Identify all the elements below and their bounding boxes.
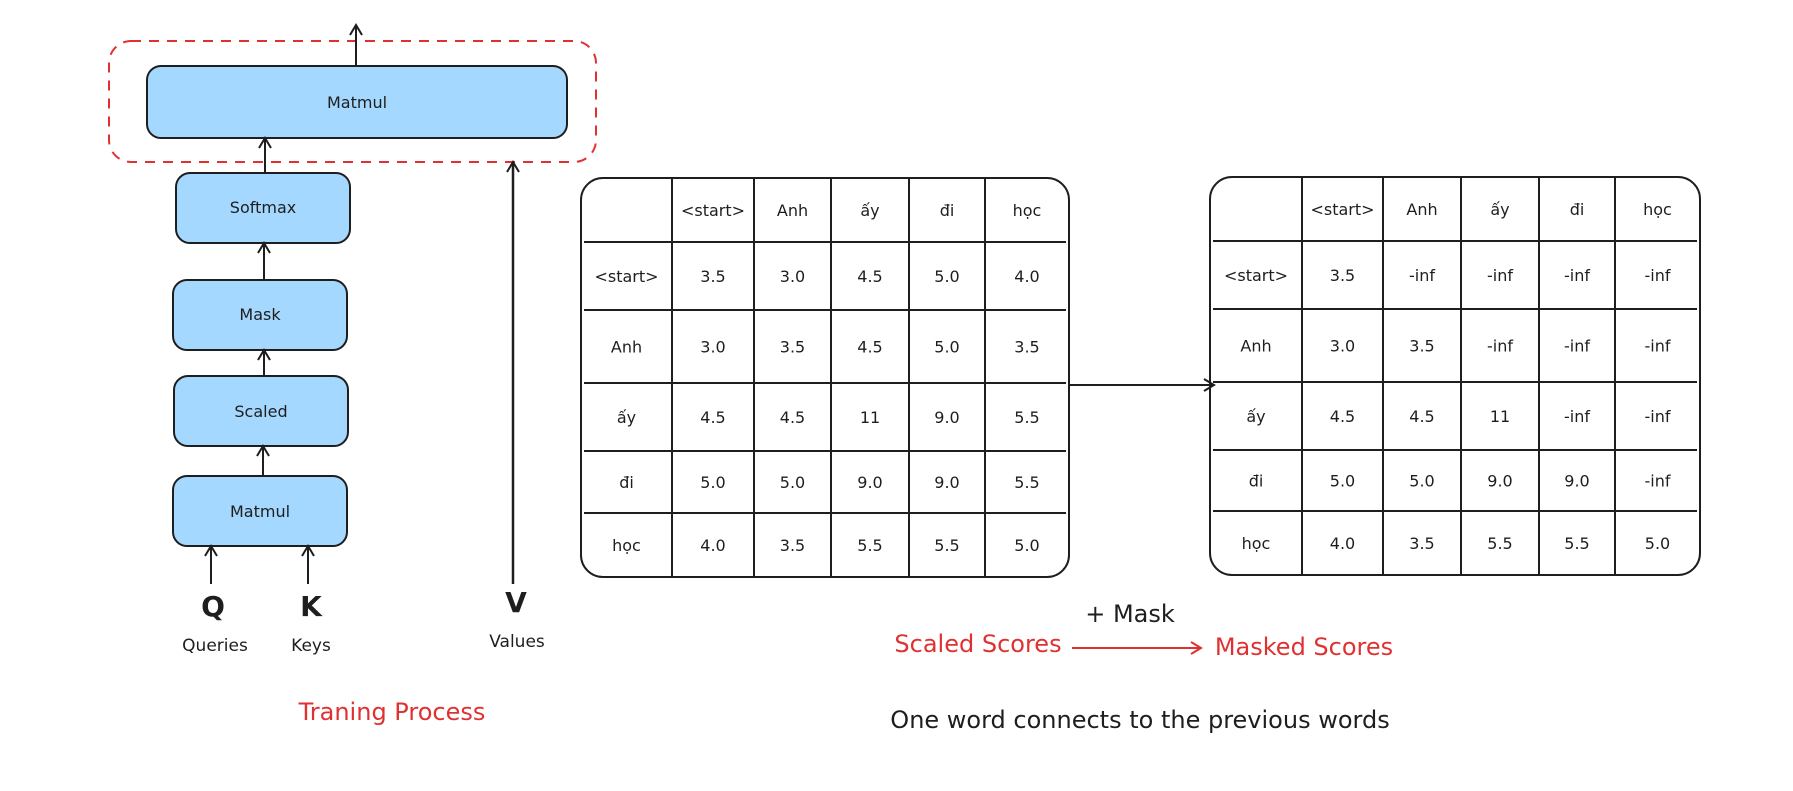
- table-cell: -inf: [1564, 337, 1590, 356]
- table-cell: 5.0: [780, 473, 805, 492]
- table-cell: 5.0: [1014, 536, 1039, 555]
- table-cell: 4.5: [780, 408, 805, 427]
- table-cell: -inf: [1564, 407, 1590, 426]
- table-cell: 4.5: [1330, 407, 1355, 426]
- table-cell: 4.0: [1014, 267, 1039, 286]
- table-cell: 3.5: [1409, 534, 1434, 553]
- column-header: <start>: [1310, 200, 1374, 219]
- table-cell: 4.0: [1330, 534, 1355, 553]
- table-cell: 4.5: [1409, 407, 1434, 426]
- column-header: <start>: [681, 201, 745, 220]
- keys-label: Keys: [291, 636, 331, 656]
- masked-scores-table: <start> Anh ấy đi học <start> 3.5 -inf -inf -inf -…: [1209, 176, 1701, 576]
- training-process-caption: Traning Process: [298, 698, 486, 726]
- row-header: Anh: [611, 338, 642, 357]
- row-header: Anh: [1240, 337, 1271, 356]
- box-label: Softmax: [230, 198, 296, 217]
- connection-caption: One word connects to the previous words: [890, 706, 1389, 734]
- table-cell: 9.0: [1487, 472, 1512, 491]
- table-cell: 5.0: [934, 338, 959, 357]
- table-cell: 11: [860, 408, 880, 427]
- table-cell: -inf: [1645, 472, 1671, 491]
- values-letter: V: [505, 586, 527, 619]
- table-cell: 3.5: [780, 536, 805, 555]
- column-header: đi: [940, 201, 955, 220]
- row-header: ấy: [1246, 407, 1265, 426]
- column-header: Anh: [1406, 200, 1437, 219]
- queries-letter: Q: [201, 590, 225, 623]
- box-mask: Mask: [172, 279, 348, 351]
- row-header: ấy: [617, 408, 636, 427]
- box-matmul-bottom: Matmul: [172, 475, 348, 547]
- table-cell: 5.0: [1409, 472, 1434, 491]
- table-cell: 5.0: [1645, 534, 1670, 553]
- table-cell: 3.5: [780, 338, 805, 357]
- row-header: học: [612, 536, 641, 555]
- box-softmax: Softmax: [175, 172, 351, 244]
- row-header: <start>: [1224, 266, 1288, 285]
- table-cell: 11: [1490, 407, 1510, 426]
- box-label: Matmul: [327, 93, 387, 112]
- table-cell: -inf: [1645, 407, 1671, 426]
- column-header: học: [1643, 200, 1672, 219]
- column-header: Anh: [777, 201, 808, 220]
- table-cell: 9.0: [934, 408, 959, 427]
- table-cell: -inf: [1645, 266, 1671, 285]
- column-header: ấy: [860, 201, 879, 220]
- table-cell: 5.5: [1564, 534, 1589, 553]
- box-scaled: Scaled: [173, 375, 349, 447]
- table-cell: 5.0: [700, 473, 725, 492]
- table-cell: 3.5: [1330, 266, 1355, 285]
- queries-label: Queries: [182, 636, 248, 656]
- table-border: [580, 177, 1070, 578]
- table-cell: 9.0: [857, 473, 882, 492]
- table-cell: 5.5: [1014, 408, 1039, 427]
- plus-mask-label: + Mask: [1085, 600, 1175, 628]
- table-cell: 5.5: [1487, 534, 1512, 553]
- table-cell: 3.0: [780, 267, 805, 286]
- table-cell: 4.5: [857, 267, 882, 286]
- row-header: <start>: [594, 267, 658, 286]
- row-header: học: [1242, 534, 1271, 553]
- table-cell: 5.5: [1014, 473, 1039, 492]
- table-cell: -inf: [1487, 337, 1513, 356]
- table-cell: 4.5: [700, 408, 725, 427]
- box-label: Mask: [239, 305, 281, 324]
- row-header: đi: [1249, 472, 1264, 491]
- table-cell: 4.0: [700, 536, 725, 555]
- scaled-scores-label: Scaled Scores: [894, 630, 1061, 658]
- highlight-dashed-frame: [108, 40, 597, 163]
- keys-letter: K: [300, 590, 323, 623]
- column-header: học: [1013, 201, 1042, 220]
- table-border: [1209, 176, 1701, 576]
- column-header: đi: [1570, 200, 1585, 219]
- table-cell: 3.5: [1014, 338, 1039, 357]
- table-cell: 3.0: [1330, 337, 1355, 356]
- table-cell: -inf: [1645, 337, 1671, 356]
- box-label: Matmul: [230, 502, 290, 521]
- table-cell: 3.5: [700, 267, 725, 286]
- table-cell: 3.0: [700, 338, 725, 357]
- values-label: Values: [489, 632, 545, 652]
- table-cell: 5.0: [1330, 472, 1355, 491]
- box-label: Scaled: [234, 402, 287, 421]
- table-cell: 3.5: [1409, 337, 1434, 356]
- box-matmul-top: Matmul: [146, 65, 568, 139]
- table-cell: 9.0: [1564, 472, 1589, 491]
- table-cell: -inf: [1564, 266, 1590, 285]
- table-cell: 9.0: [934, 473, 959, 492]
- table-cell: 4.5: [857, 338, 882, 357]
- table-cell: -inf: [1487, 266, 1513, 285]
- table-cell: 5.0: [934, 267, 959, 286]
- row-header: đi: [619, 473, 634, 492]
- table-cell: 5.5: [857, 536, 882, 555]
- table-cell: -inf: [1409, 266, 1435, 285]
- table-cell: 5.5: [934, 536, 959, 555]
- masked-scores-label: Masked Scores: [1215, 633, 1393, 661]
- column-header: ấy: [1490, 200, 1509, 219]
